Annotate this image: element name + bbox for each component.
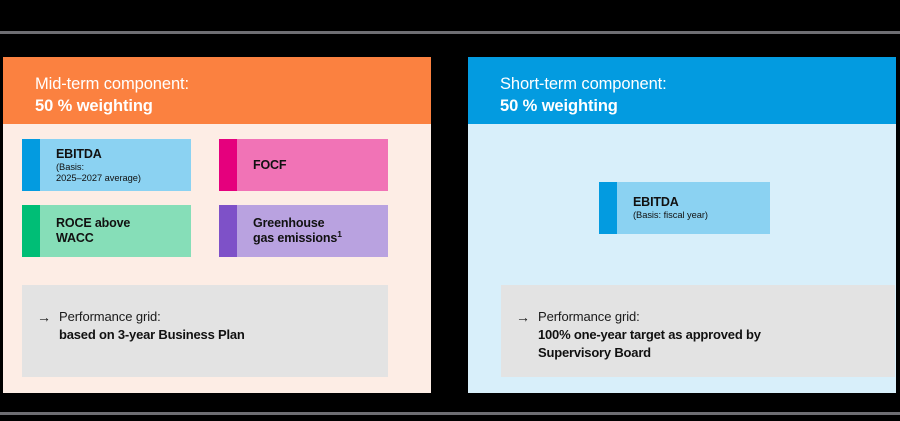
accent-bar-green [22, 205, 40, 257]
performance-grid-detail-short-term-line2: Supervisory Board [538, 345, 651, 360]
footnote-marker: 1 [337, 228, 342, 239]
kpi-card-roce-title-line1: ROCE above [56, 216, 131, 230]
panel-short-term-header-line1: Short-term component: [500, 75, 667, 93]
kpi-card-ebitda-sub2: 2025–2027 average) [56, 172, 141, 183]
performance-grid-box-mid-term: → Performance grid: based on 3-year Busi… [22, 285, 388, 377]
kpi-card-ebitda-title: EBITDA [56, 146, 102, 161]
performance-grid-lead-mid-term: Performance grid: [59, 309, 161, 324]
kpi-card-greenhouse-gas-title-line2: gas emissions1 [253, 228, 388, 246]
panel-mid-term-header-line1: Mid-term component: [35, 75, 189, 93]
panel-mid-term: Mid-term component: 50 % weighting EBITD… [3, 57, 431, 393]
accent-bar-blue [599, 182, 617, 234]
kpi-card-ebitda: EBITDA (Basis: 2025–2027 average) [22, 139, 191, 191]
kpi-card-focf: FOCF [219, 139, 388, 191]
kpi-card-greenhouse-gas: Greenhouse gas emissions1 [219, 205, 388, 257]
accent-bar-purple [219, 205, 237, 257]
kpi-card-ebitda-short-term: EBITDA (Basis: fiscal year) [599, 182, 770, 234]
performance-grid-detail-mid-term: based on 3-year Business Plan [59, 327, 245, 342]
performance-grid-detail-short-term-line1: 100% one-year target as approved by [538, 327, 761, 342]
panel-mid-term-body: EBITDA (Basis: 2025–2027 average) FOCF R… [3, 124, 431, 393]
panel-mid-term-header-line2: 50 % weighting [35, 97, 153, 115]
performance-grid-text: Performance grid: based on 3-year Busine… [59, 308, 370, 344]
performance-grid-lead-short-term: Performance grid: [538, 309, 640, 324]
arrow-right-icon: → [516, 309, 530, 325]
kpi-card-roce-title-line2: WACC [56, 231, 94, 245]
accent-bar-blue [22, 139, 40, 191]
performance-grid-row: → Performance grid: based on 3-year Busi… [37, 308, 370, 344]
accent-bar-magenta [219, 139, 237, 191]
kpi-card-focf-title: FOCF [253, 157, 287, 172]
performance-grid-row: → Performance grid: 100% one-year target… [516, 308, 877, 362]
arrow-right-icon: → [37, 309, 51, 325]
kpi-card-roce: ROCE above WACC [22, 205, 191, 257]
kpi-card-grid: EBITDA (Basis: 2025–2027 average) FOCF R… [22, 139, 388, 257]
panel-mid-term-header: Mid-term component: 50 % weighting [3, 57, 431, 124]
divider-bottom [0, 412, 900, 415]
kpi-card-greenhouse-gas-title-line2-text: gas emissions [253, 231, 338, 245]
kpi-card-greenhouse-gas-text: Greenhouse gas emissions1 [237, 205, 388, 257]
kpi-card-ebitda-sub1: (Basis: [56, 161, 85, 172]
performance-grid-text: Performance grid: 100% one-year target a… [538, 308, 877, 362]
kpi-card-ebitda-short-term-title: EBITDA [633, 195, 679, 209]
kpi-card-ebitda-text: EBITDA (Basis: 2025–2027 average) [40, 139, 191, 191]
component-panels: Mid-term component: 50 % weighting EBITD… [3, 57, 897, 393]
panel-short-term: Short-term component: 50 % weighting EBI… [468, 57, 896, 393]
kpi-card-roce-text: ROCE above WACC [40, 205, 191, 257]
panel-short-term-body: EBITDA (Basis: fiscal year) → Performanc… [468, 124, 896, 393]
kpi-card-focf-text: FOCF [237, 139, 388, 191]
panel-short-term-header-line2: 50 % weighting [500, 97, 618, 115]
kpi-card-greenhouse-gas-title-line1: Greenhouse [253, 216, 325, 230]
performance-grid-box-short-term: → Performance grid: 100% one-year target… [501, 285, 895, 377]
divider-top [0, 31, 900, 34]
panel-short-term-header: Short-term component: 50 % weighting [468, 57, 896, 124]
kpi-card-ebitda-short-term-sub: (Basis: fiscal year) [633, 210, 708, 220]
kpi-card-ebitda-short-term-text: EBITDA (Basis: fiscal year) [617, 182, 770, 234]
